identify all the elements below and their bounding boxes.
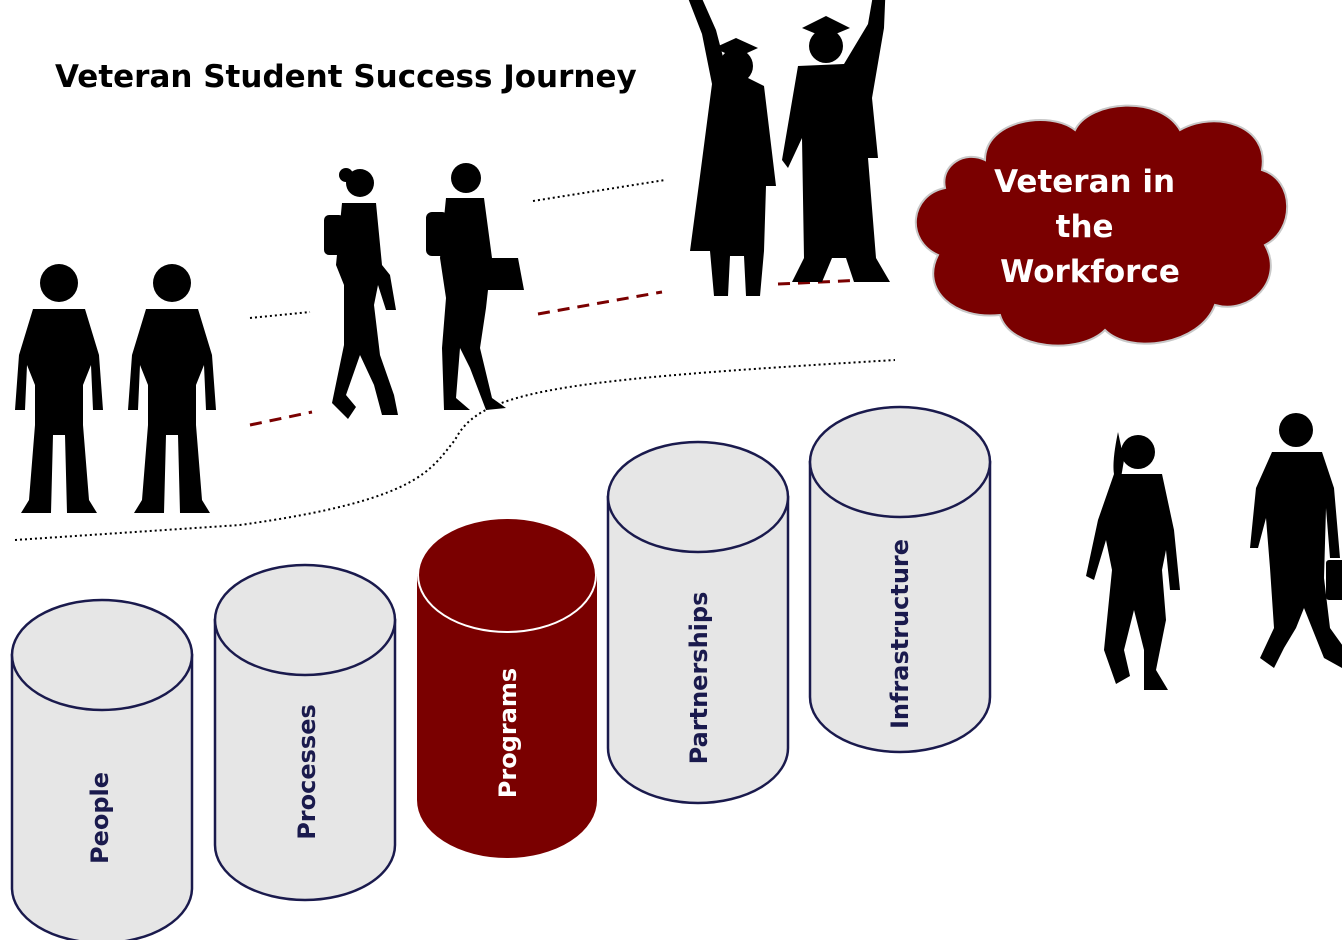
student-figures	[324, 163, 524, 419]
path-dashed-segment	[537, 290, 663, 316]
pillar-cylinder: Infrastructure	[808, 405, 992, 754]
pillar-label: Infrastructure	[886, 539, 914, 729]
graduate-silhouette-icon	[782, 0, 910, 282]
student-silhouette-icon	[324, 168, 398, 419]
pillar-cylinder-top	[213, 563, 397, 677]
cloud-label-line-3: Workforce	[1000, 254, 1180, 290]
pillar-cylinder-top	[808, 405, 992, 519]
pillar-cylinder-body	[10, 653, 194, 940]
path-boundary-lower	[14, 359, 896, 541]
path-dotted-segment	[532, 179, 666, 202]
path-dashed-segment	[249, 410, 313, 427]
pillar-cylinder-body	[808, 460, 992, 754]
pillar-label: People	[86, 772, 114, 864]
pillar-cylinder-body	[213, 618, 397, 902]
workforce-cloud: Veteran in the Workforce	[914, 104, 1289, 347]
pillar-cylinder: Programs	[417, 517, 597, 858]
pillar-label: Processes	[293, 704, 321, 840]
pillar-cylinder-top	[606, 440, 790, 554]
pillar-label: Programs	[494, 668, 522, 798]
professional-silhouette-icon	[1250, 413, 1342, 668]
professional-silhouette-icon	[1086, 432, 1180, 690]
soldier-silhouette-icon	[15, 264, 103, 513]
pillar-cylinder-body	[417, 574, 597, 858]
soldier-silhouette-icon	[128, 264, 216, 513]
pillar-label: Partnerships	[685, 592, 713, 765]
graduate-silhouette-icon	[676, 0, 776, 296]
soldier-figures	[15, 264, 216, 513]
cloud-shape	[914, 104, 1289, 347]
pillar-cylinder: Processes	[213, 563, 397, 902]
cloud-label-line-2: the	[1056, 209, 1114, 245]
pillar-cylinder-body	[606, 495, 790, 805]
diagram-title: Veteran Student Success Journey	[55, 59, 637, 95]
cloud-label: Veteran in the Workforce	[994, 164, 1186, 290]
graduate-figures	[676, 0, 910, 296]
professional-figures	[1086, 413, 1342, 690]
student-silhouette-icon	[426, 163, 524, 410]
pillar-cylinder-top	[10, 598, 194, 712]
pillar-cylinder: People	[10, 598, 194, 940]
cloud-label-line-1: Veteran in	[994, 164, 1175, 200]
pillar-cylinder: Partnerships	[606, 440, 790, 805]
path-dotted-segment	[249, 311, 311, 319]
pillar-cylinder-top	[417, 517, 597, 633]
